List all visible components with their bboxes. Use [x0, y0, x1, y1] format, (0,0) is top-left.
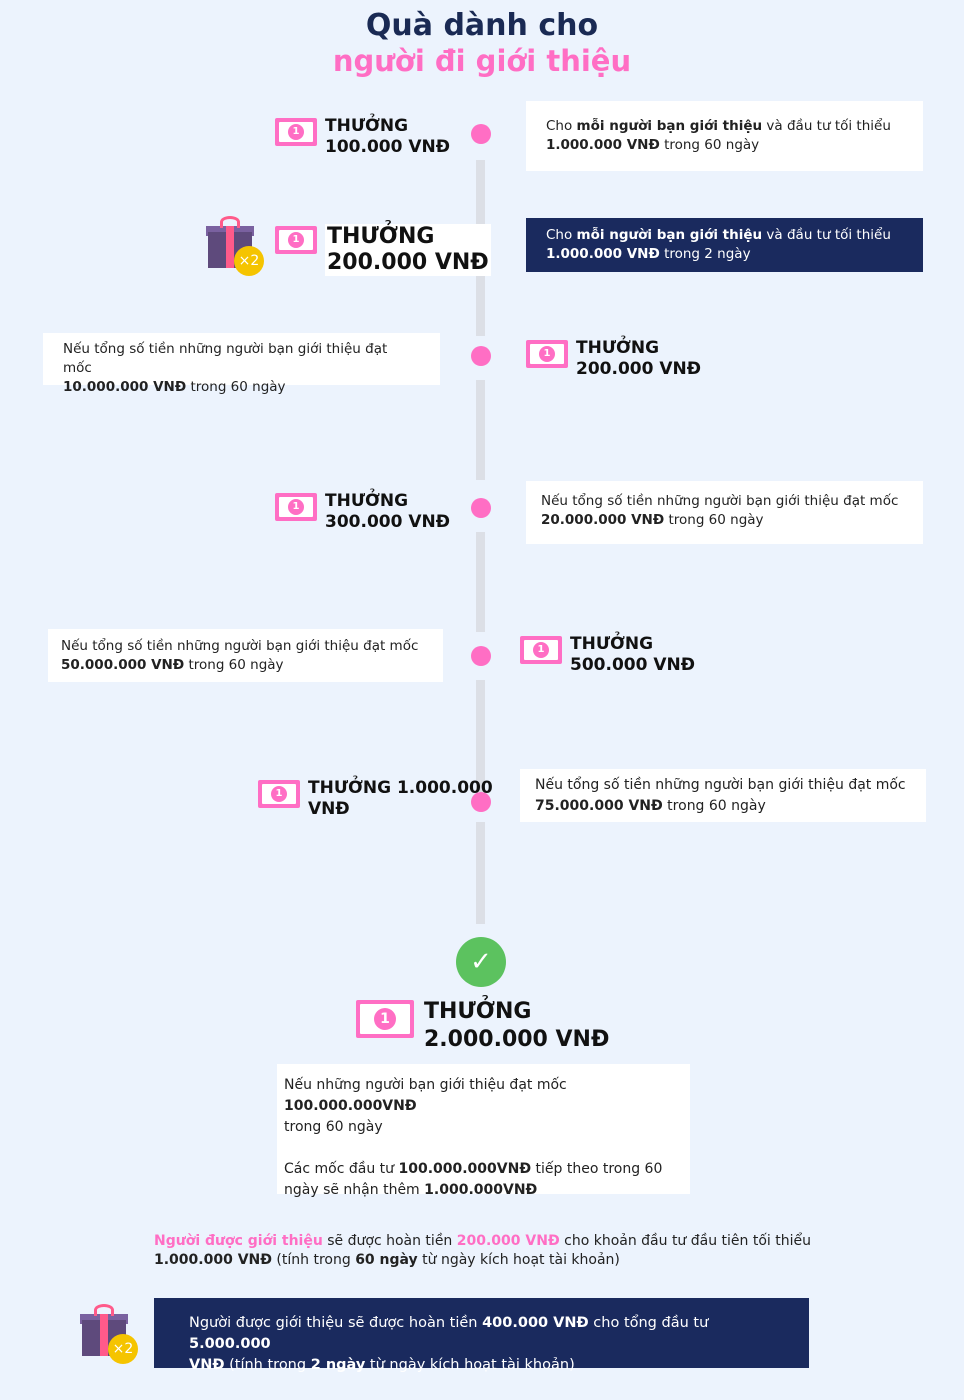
- reward-amount: 100.000 VNĐ: [325, 137, 450, 157]
- reward-amount: 500.000 VNĐ: [570, 655, 695, 675]
- reward-amount: 2.000.000 VNĐ: [424, 1027, 610, 1052]
- timeline-bar: [476, 822, 485, 924]
- money-icon: 1: [526, 340, 568, 368]
- check-icon: ✓: [456, 937, 506, 987]
- reward-label: THƯỞNG: [325, 491, 409, 511]
- milestone-reward: 1 THƯỞNG 100.000 VNĐ: [275, 116, 450, 158]
- reward-label: THƯỞNG: [424, 999, 532, 1024]
- money-icon: 1: [356, 1000, 414, 1038]
- page-subtitle: người đi giới thiệu: [332, 44, 632, 78]
- milestone-condition-card: Nếu tổng số tiền những người bạn giới th…: [48, 629, 443, 682]
- money-icon: 1: [275, 118, 317, 146]
- milestone-reward: 1 THƯỞNG 200.000 VNĐ: [275, 224, 491, 276]
- timeline-dot: [471, 346, 491, 366]
- reward-amount: VNĐ: [308, 799, 350, 819]
- milestone-reward: 1 THƯỞNG 500.000 VNĐ: [520, 634, 695, 676]
- milestone-condition-card: Nếu tổng số tiền những người bạn giới th…: [43, 333, 440, 395]
- final-condition-card: Nếu những người bạn giới thiệu đạt mốc 1…: [277, 1064, 690, 1198]
- reward-label: THƯỞNG: [327, 224, 435, 249]
- page-title: Quà dành cho: [365, 8, 599, 43]
- milestone-condition-card: Nếu tổng số tiền những người bạn giới th…: [520, 769, 926, 822]
- milestone-reward: 1 THƯỞNG 200.000 VNĐ: [526, 338, 701, 380]
- reward-amount: 300.000 VNĐ: [325, 512, 450, 532]
- reward-label: THƯỞNG: [570, 634, 654, 654]
- milestone-condition-card: Cho mỗi người bạn giới thiệu và đầu tư t…: [526, 218, 923, 272]
- gift-multiplier-badge: ×2: [108, 1334, 138, 1364]
- milestone-reward: 1 THƯỞNG 1.000.000 VNĐ: [258, 778, 493, 820]
- timeline-dot: [471, 498, 491, 518]
- gift-icon: ×2: [80, 1304, 140, 1364]
- reward-label: THƯỞNG: [576, 338, 660, 358]
- milestone-condition-card: Nếu tổng số tiền những người bạn giới th…: [526, 481, 923, 544]
- reward-label: THƯỞNG: [325, 116, 409, 136]
- timeline-dot: [471, 124, 491, 144]
- gift-multiplier-badge: ×2: [234, 246, 264, 276]
- reward-label: THƯỞNG 1.000.000: [308, 778, 493, 798]
- referee-bonus-box: Người được giới thiệu sẽ được hoàn tiền …: [154, 1298, 809, 1373]
- money-icon: 1: [520, 636, 562, 664]
- money-icon: 1: [275, 493, 317, 521]
- reward-amount: 200.000 VNĐ: [327, 250, 489, 275]
- timeline-dot: [471, 646, 491, 666]
- final-reward: 1 THƯỞNG 2.000.000 VNĐ: [356, 998, 611, 1054]
- milestone-condition-card: Cho mỗi người bạn giới thiệu và đầu tư t…: [526, 101, 923, 171]
- referee-note: Người được giới thiệu sẽ được hoàn tiền …: [154, 1233, 811, 1268]
- money-icon: 1: [275, 226, 317, 254]
- gift-icon: ×2: [206, 216, 266, 276]
- money-icon: 1: [258, 780, 300, 808]
- timeline-bar: [476, 532, 485, 632]
- reward-amount: 200.000 VNĐ: [576, 359, 701, 379]
- timeline-bar: [476, 380, 485, 480]
- timeline-dot: [471, 792, 491, 812]
- milestone-reward: 1 THƯỞNG 300.000 VNĐ: [275, 491, 450, 533]
- timeline-bar: [476, 680, 485, 792]
